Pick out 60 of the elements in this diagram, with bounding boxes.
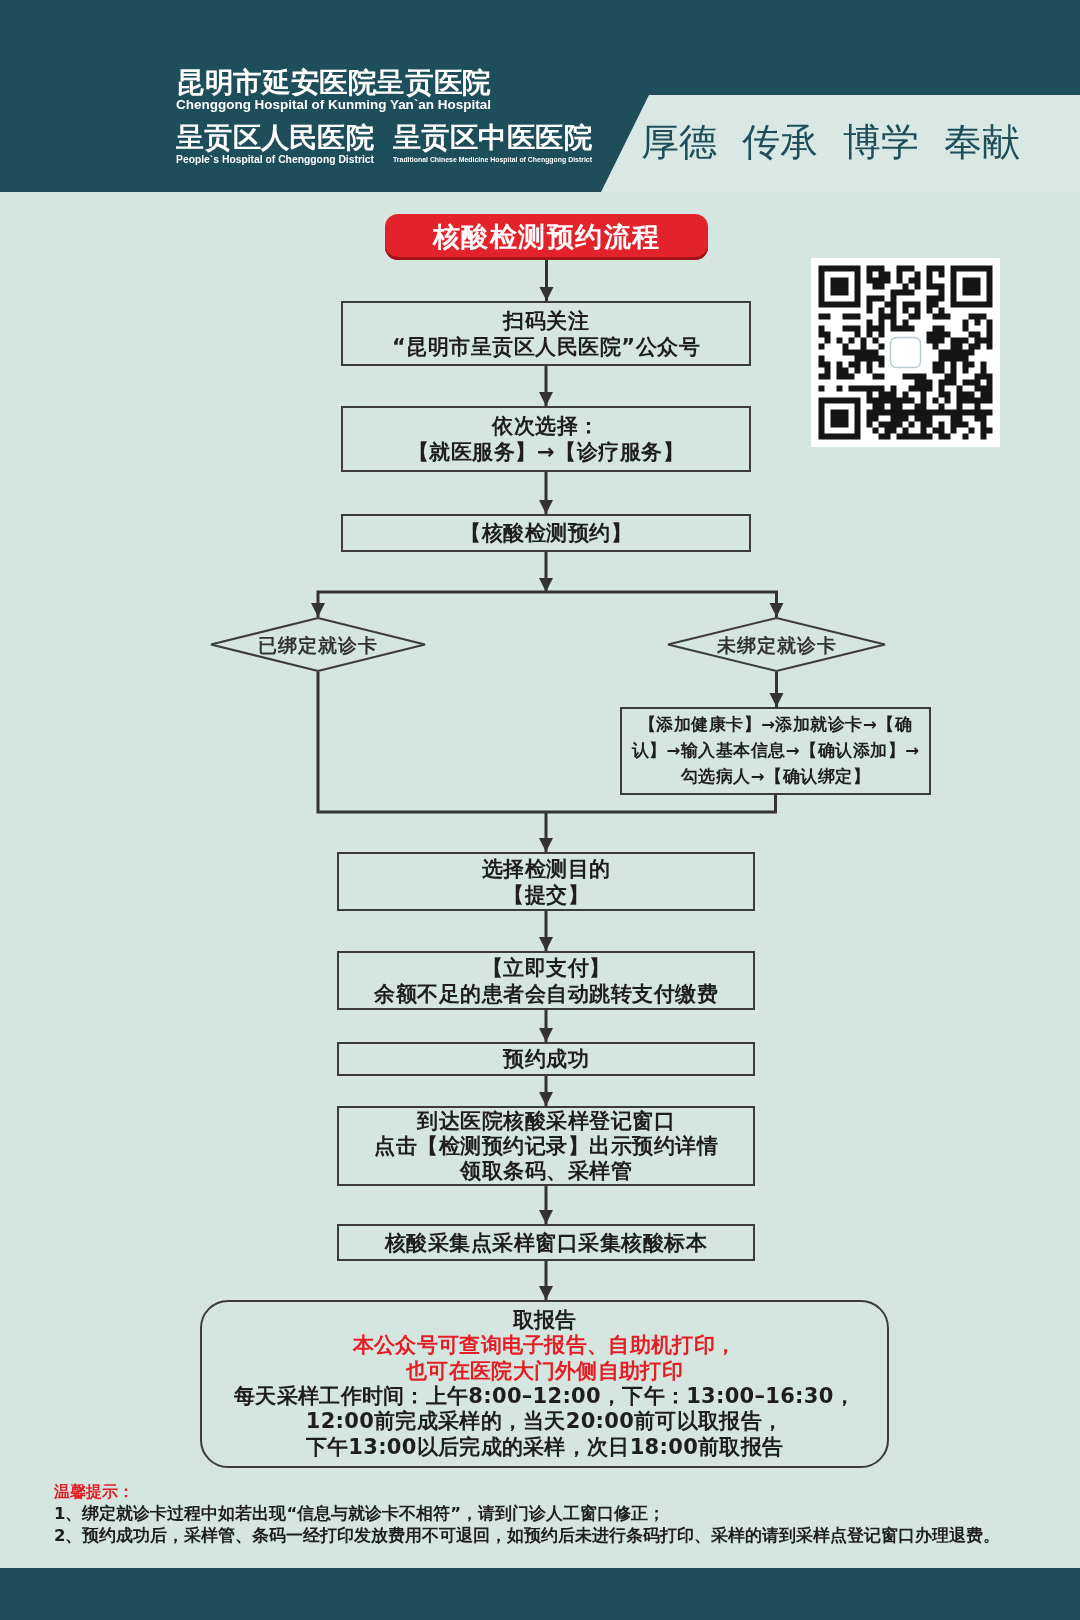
connector-line — [316, 672, 546, 814]
step-text: 到达医院核酸采样登记窗口 — [417, 1108, 675, 1134]
slogan: 厚德 传承 博学 奉献 — [641, 119, 1021, 165]
arrow — [539, 1261, 553, 1300]
process-box — [337, 852, 755, 911]
arrow — [539, 812, 553, 852]
step-text: 【提交】 — [503, 881, 589, 908]
step-text: 领取条码、采样管 — [460, 1158, 632, 1184]
condition-text: 未绑定就诊卡 — [716, 632, 837, 658]
process-box — [341, 301, 751, 366]
connector-line — [546, 795, 777, 814]
step-text: 【立即支付】 — [481, 954, 611, 981]
arrow — [539, 472, 553, 514]
step-text: 12:00前完成采样的，当天20:00前可以取报告， — [305, 1409, 784, 1435]
process-box — [337, 1042, 755, 1076]
process-box — [337, 951, 755, 1010]
step-text: 依次选择： — [492, 413, 600, 439]
step-text: 下午13:00以后完成的采样，次日18:00前取报告 — [305, 1434, 784, 1461]
decision-diamond — [667, 617, 886, 672]
arrow — [769, 672, 784, 707]
hospital-name-english: People`s Hospital of Chenggong District — [176, 153, 374, 165]
process-box — [337, 1224, 755, 1261]
notice-text: 2、预约成功后，采样管、条码一经打印发放费用不可退回，如预约后未进行条码打印、采样的请到采样点登记窗口办理退费。 — [54, 1526, 1001, 1546]
step-text: 【就医服务】→【诊疗服务】 — [407, 439, 685, 465]
arrow — [539, 1186, 553, 1224]
arrow — [539, 1076, 553, 1106]
notice-text: 1、绑定就诊卡过程中如若出现“信息与就诊卡不相符”，请到门诊人工窗口修正； — [54, 1504, 666, 1524]
box-heading: 取报告 — [512, 1307, 577, 1334]
step-text: “昆明市呈贡区人民医院”公众号 — [391, 333, 701, 360]
process-box — [341, 514, 751, 552]
process-box — [620, 707, 931, 795]
arrow — [539, 260, 554, 301]
title-banner — [385, 214, 708, 260]
arrow — [546, 590, 784, 617]
arrow — [539, 552, 553, 592]
hospital-name: 昆明市延安医院呈贡医院 — [176, 67, 491, 99]
condition-text: 已绑定就诊卡 — [258, 632, 378, 658]
step-text: 【添加健康卡】→添加就诊卡→【确认】→输入基本信息→【确认添加】→勾选病人→【确认绑定】 — [630, 714, 921, 788]
arrow — [539, 1010, 553, 1042]
step-text: 本公众号可查询电子报告、自助机打印，也可在医院大门外侧自助打印 — [351, 1333, 738, 1384]
step-text: 预约成功 — [503, 1046, 589, 1072]
title-text: 核酸检测预约流程 — [432, 224, 661, 250]
arrow — [539, 366, 553, 406]
step-text: 【核酸检测预约】 — [460, 520, 632, 546]
process-box — [337, 1106, 755, 1186]
decision-diamond — [210, 617, 426, 672]
notice-heading: 温馨提示： — [54, 1482, 134, 1502]
step-text: 每天采样工作时间：上午8:00–12:00，下午：13:00–16:30， — [234, 1384, 855, 1409]
step-text: 选择检测目的 — [481, 855, 611, 882]
step-text: 扫码关注 — [503, 307, 589, 334]
arrow — [539, 911, 553, 951]
arrow — [311, 590, 546, 617]
hospital-name: 呈贡区中医医院 — [393, 122, 592, 154]
hospital-name-english: Chenggong Hospital of Kunming Yan`an Hospital — [176, 98, 491, 112]
hospital-name: 呈贡区人民医院 — [176, 122, 374, 154]
step-text: 点击【检测预约记录】出示预约详情 — [374, 1133, 718, 1159]
step-text: 余额不足的患者会自动跳转支付缴费 — [374, 980, 718, 1007]
process-box — [341, 406, 751, 472]
rounded-box — [200, 1300, 889, 1468]
step-text: 核酸采集点采样窗口采集核酸标本 — [384, 1229, 708, 1256]
